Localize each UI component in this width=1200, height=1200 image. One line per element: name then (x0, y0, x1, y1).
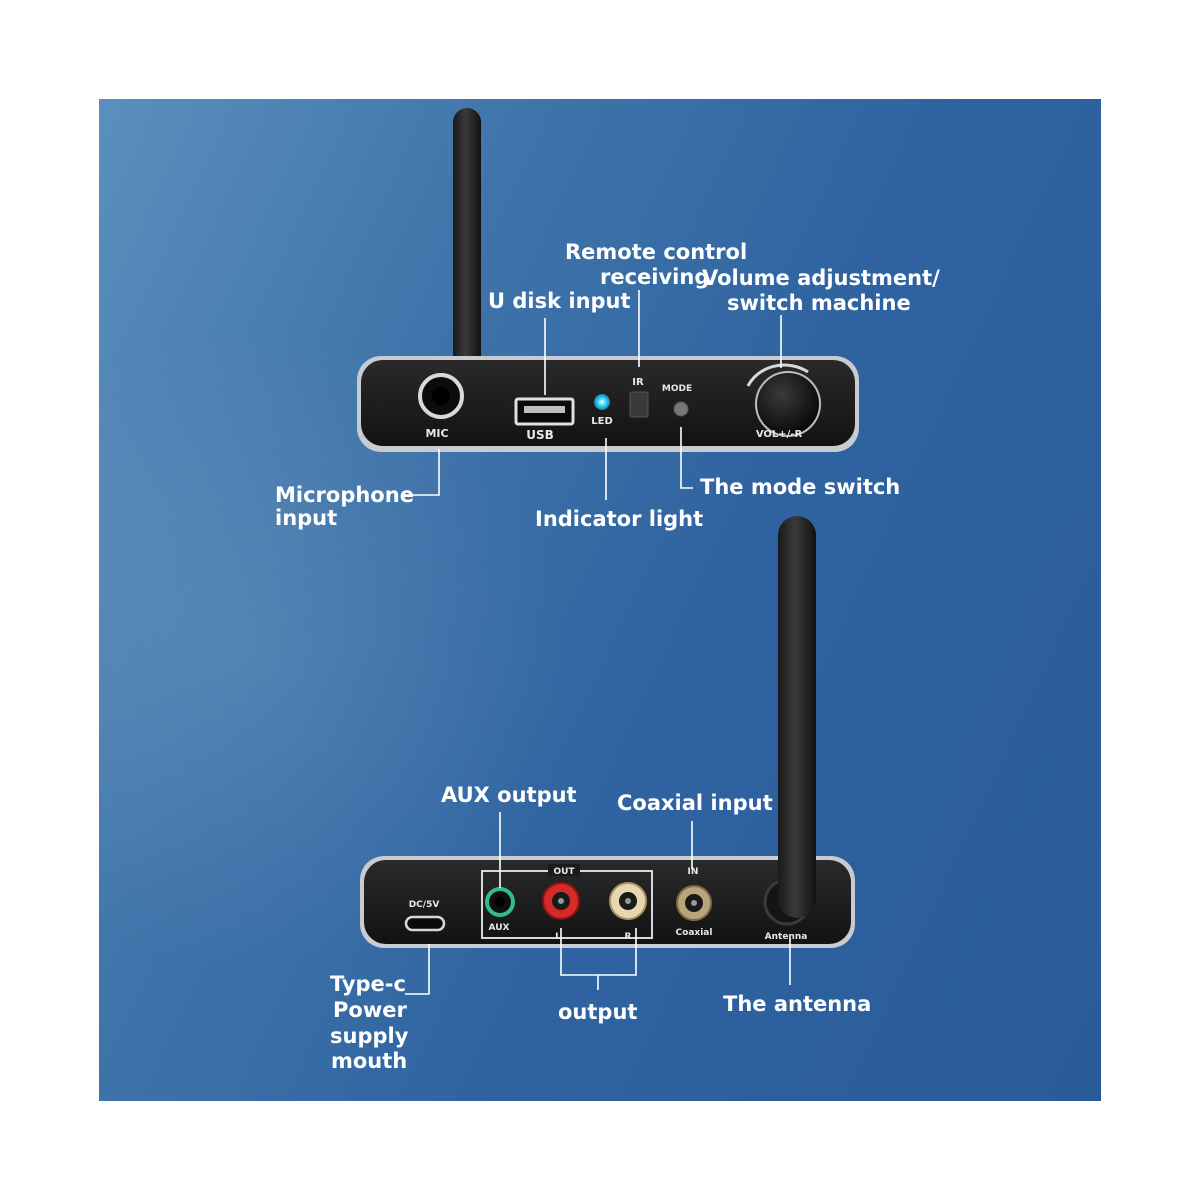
coaxial-silk-label: Coaxial (676, 928, 713, 938)
callout-output: output (558, 1000, 638, 1024)
rear-device-body (364, 860, 851, 944)
rca-right-pin (625, 898, 631, 904)
volume-knob-icon[interactable] (755, 371, 821, 437)
mode-button-icon[interactable] (673, 401, 689, 417)
callout-mouth: mouth (331, 1049, 408, 1073)
leader-lines (403, 290, 791, 995)
usb-port-tongue (524, 406, 565, 413)
callout-receiving: receiving (600, 265, 710, 289)
in-silk-label: IN (688, 867, 699, 877)
coaxial-pin (691, 900, 697, 906)
callout-microphone-input: input (275, 506, 338, 530)
l-silk-label: L (555, 932, 561, 942)
callout-supply: supply (330, 1024, 409, 1048)
callout-type-c: Type-c (330, 972, 406, 996)
r-silk-label: R (625, 932, 632, 942)
callout-power: Power (333, 998, 407, 1022)
callout-remote-control: Remote control (565, 240, 748, 264)
volume-arc-icon (746, 363, 809, 387)
rear-antenna (778, 516, 816, 918)
callout-u-disk-input: U disk input (488, 289, 631, 313)
rca-left-pin (558, 898, 564, 904)
callout-indicator-light: Indicator light (535, 507, 704, 531)
antenna-silk-label: Antenna (765, 932, 808, 942)
aux-silk-label: AUX (489, 923, 510, 933)
usb-silk-label: USB (526, 428, 554, 442)
callout-aux-output: AUX output (441, 783, 577, 807)
callout-mode-switch: The mode switch (700, 475, 901, 499)
ir-receiver-icon (629, 391, 649, 418)
type-c-port-icon[interactable] (404, 915, 446, 932)
ir-silk-label: IR (632, 377, 644, 388)
callout-microphone: Microphone (275, 483, 414, 507)
mic-jack-hole (432, 387, 450, 405)
front-antenna (453, 108, 481, 370)
mic-silk-label: MIC (425, 427, 448, 440)
vol-silk-label: VOL+/-R (756, 429, 803, 440)
mode-silk-label: MODE (662, 384, 692, 394)
callout-antenna: The antenna (723, 992, 872, 1016)
callout-coaxial-input: Coaxial input (617, 791, 773, 815)
callout-switch-machine: switch machine (727, 291, 911, 315)
out-label-bg (548, 864, 580, 876)
aux-jack-hole (495, 897, 505, 907)
dc-silk-label: DC/5V (409, 900, 440, 910)
callout-volume-adjustment: Volume adjustment/ (702, 266, 940, 290)
led-silk-label: LED (591, 416, 613, 427)
out-silk-label: OUT (553, 867, 575, 877)
led-indicator-icon (594, 394, 610, 410)
